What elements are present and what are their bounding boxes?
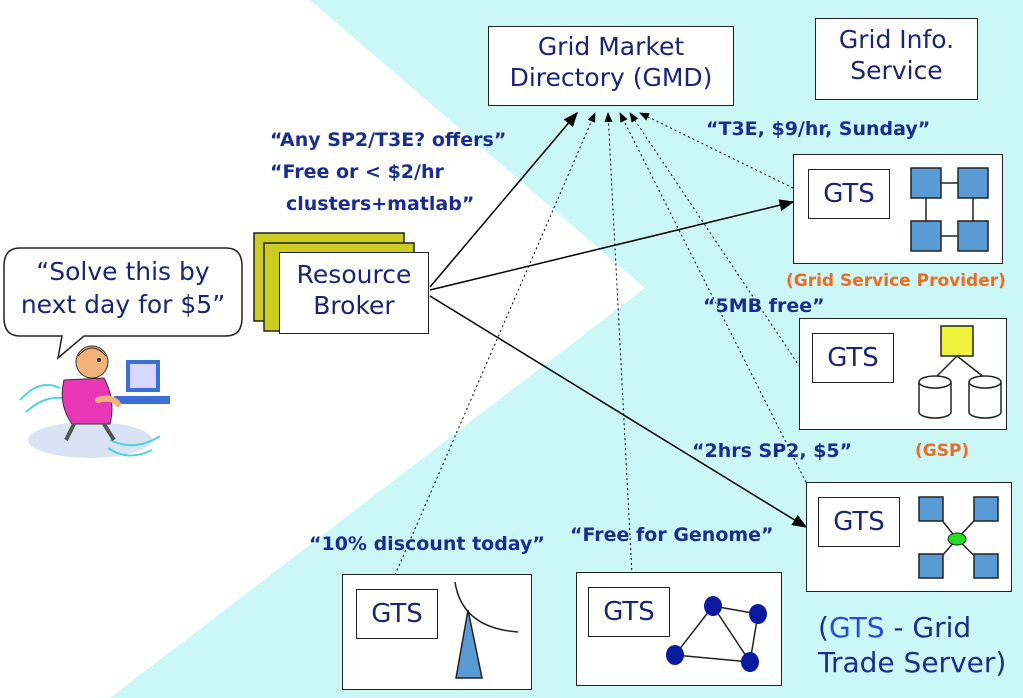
- dotted-gts-middle-to-gmd: [629, 112, 801, 368]
- broker-line2: Broker: [313, 291, 395, 321]
- gts-label-middle: GTS: [812, 333, 894, 383]
- broker-query-line3: clusters+matlab”: [286, 193, 475, 215]
- broker-query-line2: “Free or < $2/hr: [270, 161, 444, 183]
- user-request-text: “Solve this by next day for $5”: [4, 255, 242, 321]
- gmd-box: [488, 26, 734, 106]
- gis-title-line1: Grid Info.: [838, 25, 955, 54]
- offer-5mb-free: “5MB free”: [703, 295, 825, 317]
- gts-legend: (GTS - Grid Trade Server): [818, 610, 1006, 680]
- label-grid-service-provider: (Grid Service Provider): [786, 271, 1006, 291]
- user-request-line2: next day for $5”: [20, 290, 226, 319]
- resource-broker-title: Resource Broker: [279, 259, 429, 322]
- gis-box: [815, 18, 978, 100]
- broker-query-text: “Any SP2/T3E? offers” “Free or < $2/hr c…: [270, 124, 506, 220]
- label-gsp: (GSP): [915, 441, 970, 461]
- user-request-line1: “Solve this by: [36, 257, 210, 286]
- dotted-gts-bottom-center-to-gmd: [604, 112, 633, 576]
- gmd-title-line1: Grid Market: [537, 32, 685, 61]
- legend-open-paren: (: [818, 611, 829, 644]
- gis-title: Grid Info. Service: [815, 24, 978, 87]
- gmd-title-line2: Directory (GMD): [509, 63, 713, 93]
- gts-label-top: GTS: [808, 169, 890, 219]
- arrow-broker-to-gts-bottom: [429, 295, 808, 528]
- offer-2hrs-sp2: “2hrs SP2, $5”: [692, 440, 853, 462]
- gts-legend-line1: (GTS - Grid: [818, 610, 1006, 645]
- offer-t3e: “T3E, $9/hr, Sunday”: [706, 118, 931, 140]
- broker-line1: Resource: [296, 260, 412, 289]
- gmd-title: Grid Market Directory (GMD): [488, 31, 734, 94]
- arrow-broker-to-gmd: [429, 111, 578, 288]
- gts-label-bottom-right: GTS: [818, 497, 900, 547]
- arrow-broker-to-gts-top: [429, 199, 795, 291]
- legend-grid: - Grid: [884, 611, 972, 644]
- gts-legend-line2: Trade Server): [818, 646, 1007, 679]
- dotted-gts-bottom-right-to-gmd: [619, 112, 816, 501]
- gis-title-line2: Service: [850, 56, 943, 86]
- broker-query-line1: “Any SP2/T3E? offers”: [270, 129, 507, 151]
- dotted-gts-bottom-left-to-gmd: [394, 112, 596, 576]
- dotted-gts-top-to-gmd: [639, 112, 794, 189]
- resource-broker-box: [279, 252, 429, 334]
- offer-10pct-discount: “10% discount today”: [309, 533, 545, 555]
- gts-label-bottom-left: GTS: [356, 589, 438, 639]
- gts-label-bottom-center: GTS: [588, 587, 670, 637]
- offer-free-genome: “Free for Genome”: [570, 524, 774, 546]
- legend-gts: GTS: [828, 611, 885, 644]
